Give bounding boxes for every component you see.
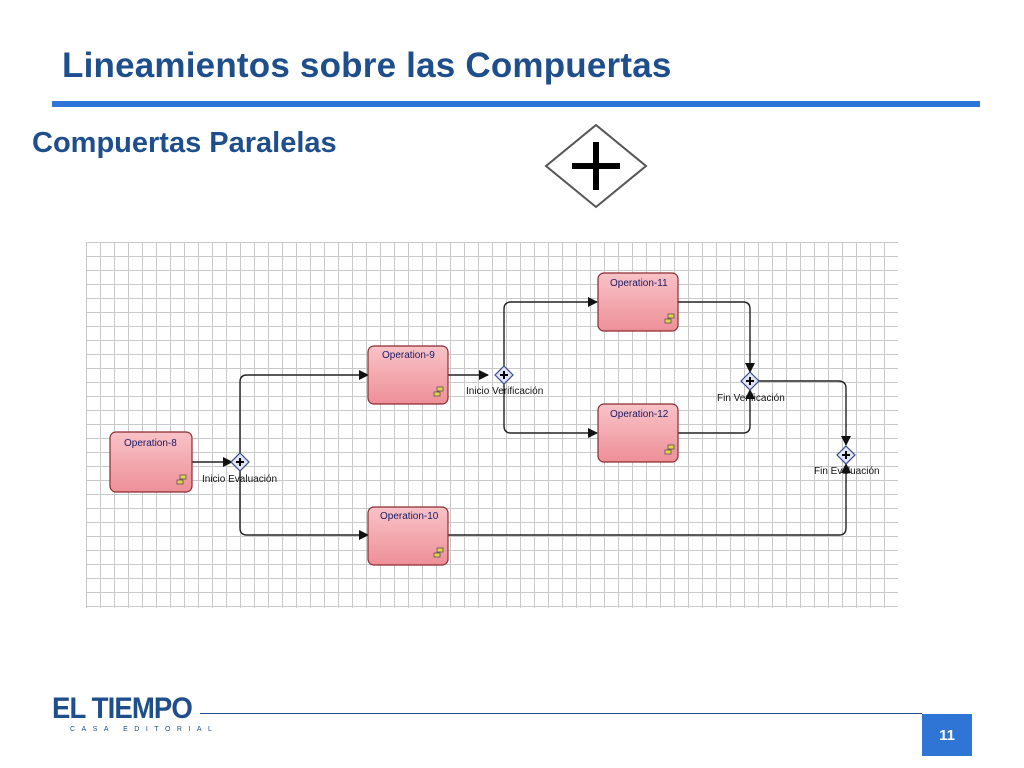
task-operation-11[interactable]: Operation-11 <box>597 272 679 332</box>
task-type-icon <box>176 474 187 485</box>
edge-inicio-evaluacion-to-op9 <box>239 370 369 454</box>
edge-inicio-verificacion-to-op12 <box>503 383 598 438</box>
gateway-label: Inicio Evaluación <box>202 474 277 485</box>
title-underline <box>52 101 980 107</box>
slide-title: Lineamientos sobre las Compuertas <box>62 46 672 85</box>
task-operation-9[interactable]: Operation-9 <box>367 345 449 405</box>
task-type-icon <box>664 313 675 324</box>
gateway-fin-evaluacion[interactable]: Fin Evaluación <box>814 445 880 477</box>
diagram-canvas: Operation-8 Operation-9 Operation-10 <box>86 242 898 608</box>
gateway-label: Fin Evaluación <box>814 466 880 477</box>
logo-wordmark: EL TIEMPO <box>52 692 193 725</box>
logo-subtitle: CASA EDITORIAL <box>70 726 219 733</box>
edge-op10-to-fin-evaluacion <box>448 463 851 536</box>
gateway-fin-verificacion[interactable]: Fin Verificación <box>717 371 785 404</box>
process-diagram: Operation-8 Operation-9 Operation-10 <box>109 272 880 566</box>
task-label: Operation-8 <box>124 438 177 449</box>
edge-op12-to-fin-verificacion <box>678 389 755 434</box>
task-label: Operation-10 <box>380 511 439 522</box>
task-type-icon <box>664 444 675 455</box>
task-type-icon <box>433 386 444 397</box>
gateway-label: Inicio Verificación <box>466 386 543 397</box>
task-operation-8[interactable]: Operation-8 <box>109 431 193 493</box>
slide-subtitle: Compuertas Paralelas <box>32 127 337 159</box>
gateway-inicio-evaluacion[interactable]: Inicio Evaluación <box>202 452 277 485</box>
page-number: 11 <box>922 714 972 756</box>
task-operation-10[interactable]: Operation-10 <box>367 506 449 566</box>
task-label: Operation-11 <box>610 278 668 289</box>
footer-divider <box>200 713 922 714</box>
edge-inicio-verificacion-to-op11 <box>503 297 598 367</box>
task-label: Operation-12 <box>610 409 669 420</box>
task-type-icon <box>433 547 444 558</box>
task-operation-12[interactable]: Operation-12 <box>597 403 679 463</box>
gateway-inicio-verificacion[interactable]: Inicio Verificación <box>466 365 543 397</box>
edge-fin-verificacion-to-fin-evaluacion <box>758 380 851 446</box>
edge-op11-to-fin-verificacion <box>678 301 755 373</box>
edge-inicio-evaluacion-to-op10 <box>239 470 369 540</box>
task-label: Operation-9 <box>382 350 435 361</box>
parallel-gateway-icon <box>544 123 648 209</box>
el-tiempo-logo: EL TIEMPO CASA EDITORIAL <box>52 692 219 734</box>
gateway-label: Fin Verificación <box>717 393 785 404</box>
